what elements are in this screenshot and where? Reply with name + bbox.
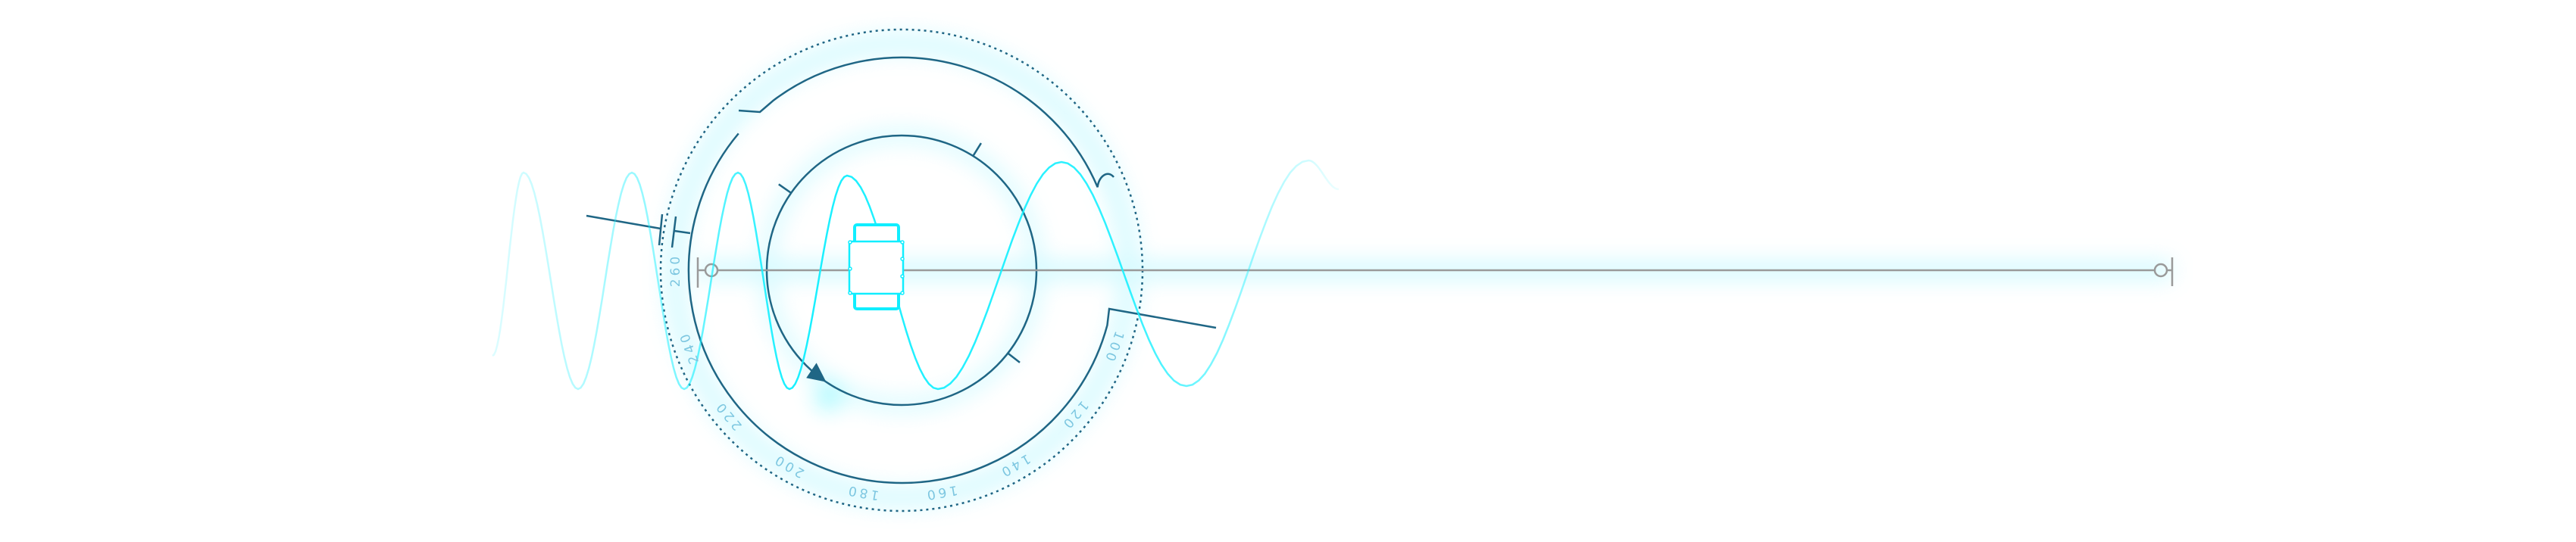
central-module-icon bbox=[848, 223, 905, 310]
outer-arc-top bbox=[738, 56, 1114, 188]
signal-waveform bbox=[492, 159, 1340, 391]
tick-upper-left bbox=[778, 183, 792, 194]
tick-lower-right bbox=[1007, 352, 1021, 363]
tick-upper-right bbox=[972, 142, 982, 157]
inner-ring-ticks bbox=[778, 142, 1021, 363]
outer-arc-bottom bbox=[687, 132, 1217, 484]
dial-label-260: 260 bbox=[668, 254, 683, 287]
direction-marker-icon bbox=[806, 363, 827, 382]
